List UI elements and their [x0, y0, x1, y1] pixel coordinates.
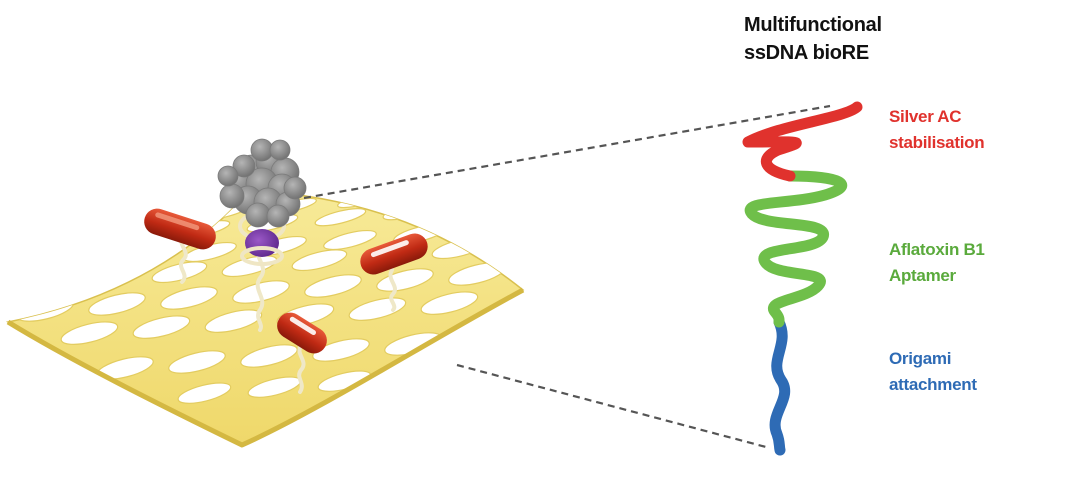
ssdna-strand [748, 107, 857, 450]
label-origami-attachment: Origami attachment [889, 346, 977, 398]
sheet-hole [462, 215, 518, 242]
label-origami-line2: attachment [889, 372, 977, 398]
silver-atom [246, 203, 270, 227]
sheet-hole [382, 199, 435, 223]
silver-atom [284, 177, 306, 199]
silver-atom [220, 184, 244, 208]
label-silver-line2: stabilisation [889, 130, 984, 156]
label-origami-line1: Origami [889, 346, 977, 372]
sheet-hole [450, 193, 503, 217]
leader-line-top [304, 106, 830, 198]
diagram-title: Multifunctional ssDNA bioRE [744, 11, 882, 67]
silver-atom [267, 205, 289, 227]
label-aflatoxin-aptamer: Aflatoxin B1 Aptamer [889, 237, 985, 289]
sheet-hole [405, 183, 454, 204]
label-silver-ac-stabilisation: Silver AC stabilisation [889, 104, 984, 156]
diagram-title-line2: ssDNA bioRE [744, 39, 882, 67]
sheet-hole [500, 228, 558, 257]
silver-atom [270, 140, 290, 160]
aflatoxin-molecule [245, 229, 279, 257]
diagram-title-line1: Multifunctional [744, 11, 882, 39]
silver-atom [218, 166, 238, 186]
leader-line-bottom [457, 365, 766, 447]
origami-attachment-segment [775, 322, 785, 450]
label-aptamer-line2: Aptamer [889, 263, 985, 289]
label-aptamer-line1: Aflatoxin B1 [889, 237, 985, 263]
label-silver-line1: Silver AC [889, 104, 984, 130]
silver-stabilisation-segment [748, 107, 857, 176]
aptamer-segment [750, 176, 842, 322]
capsule-left [141, 205, 219, 253]
